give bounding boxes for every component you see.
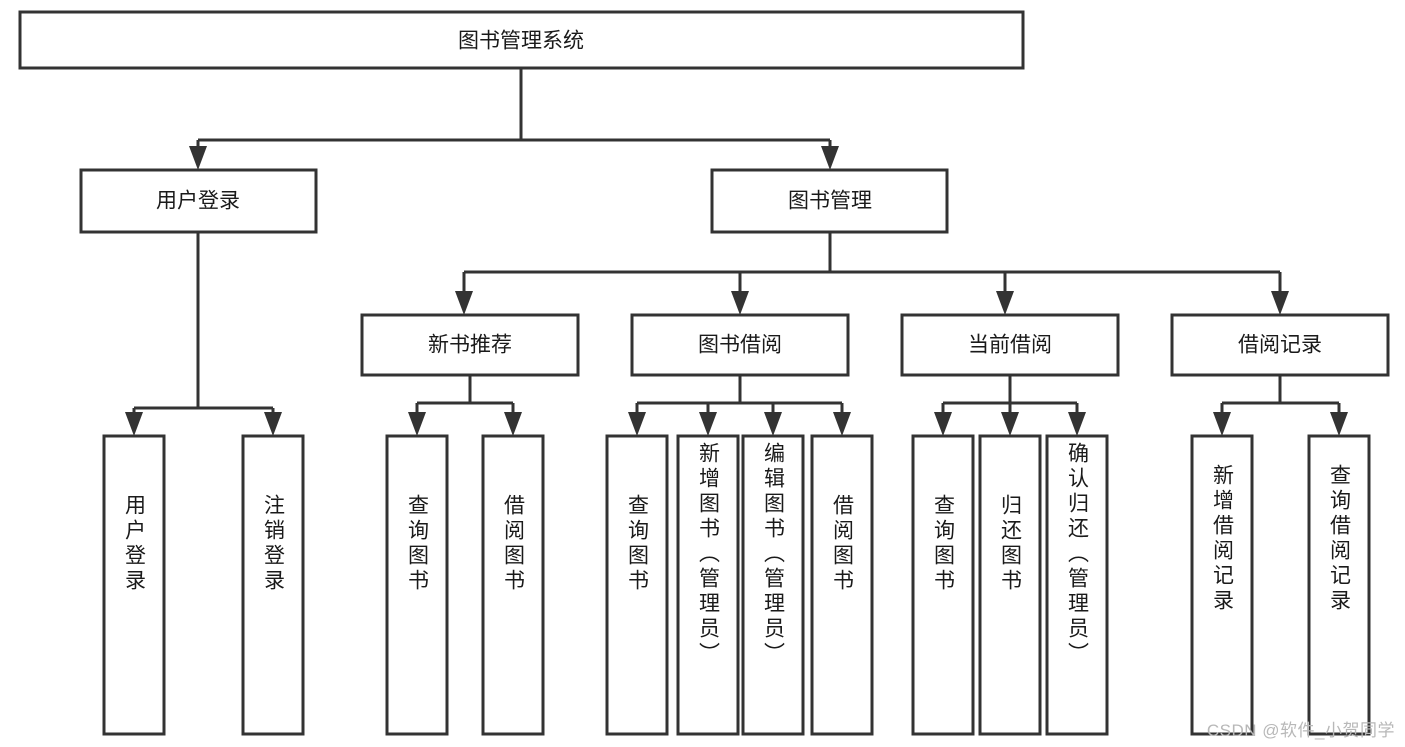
node-leaf-user-logout-box[interactable] <box>241 434 305 736</box>
node-leaf-user-logout-label: 注销登录 <box>261 494 285 594</box>
arrowhead-leaf-borrow-book-2 <box>833 412 851 436</box>
edges-borrow-record-to-leaves <box>1213 375 1348 436</box>
node-leaf-borrow-book-1-box[interactable] <box>481 434 545 736</box>
node-leaf-user-login-label: 用户登录 <box>122 494 146 594</box>
node-leaf-query-record[interactable]: 查询借阅记录 <box>1307 434 1371 736</box>
arrowhead-leaf-add-record <box>1213 412 1231 436</box>
arrowhead-current-borrow <box>996 291 1014 315</box>
arrowhead-new-book-recommend <box>455 291 473 315</box>
arrowhead-leaf-add-book <box>699 412 717 436</box>
node-leaf-borrow-book-1[interactable]: 借阅图书 <box>481 434 545 736</box>
node-leaf-add-book[interactable]: 新增图书（管理员） <box>676 434 740 736</box>
node-borrow-record-label: 借阅记录 <box>1238 334 1322 357</box>
node-book-manage-label: 图书管理 <box>788 190 872 213</box>
arrowhead-leaf-return-book <box>1001 412 1019 436</box>
node-leaf-confirm-return-box[interactable] <box>1045 434 1109 736</box>
node-leaf-query-record-label: 查询借阅记录 <box>1327 464 1351 614</box>
arrowhead-leaf-query-book-2 <box>628 412 646 436</box>
node-leaf-user-login[interactable]: 用户登录 <box>102 434 166 736</box>
node-root-label: 图书管理系统 <box>458 30 584 53</box>
node-leaf-query-book-2-box[interactable] <box>605 434 669 736</box>
arrowhead-leaf-confirm-return <box>1068 412 1086 436</box>
node-leaf-return-book-label: 归还图书 <box>998 494 1022 594</box>
node-leaf-user-login-box[interactable] <box>102 434 166 736</box>
edges-book-manage-to-level3 <box>455 232 1289 315</box>
node-leaf-query-book-1[interactable]: 查询图书 <box>385 434 449 736</box>
arrowhead-user-login <box>189 146 207 170</box>
node-leaf-borrow-book-1-label: 借阅图书 <box>501 494 525 594</box>
node-leaf-confirm-return[interactable]: 确认归还（管理员） <box>1045 434 1109 736</box>
edges-new-book-recommend-to-leaves <box>408 375 522 436</box>
node-current-borrow[interactable]: 当前借阅 <box>900 313 1120 377</box>
node-leaf-query-book-2[interactable]: 查询图书 <box>605 434 669 736</box>
node-leaf-return-book[interactable]: 归还图书 <box>978 434 1042 736</box>
edges-root-to-level2 <box>189 68 839 170</box>
arrowhead-borrow-record <box>1271 291 1289 315</box>
node-borrow-record-box[interactable] <box>1170 313 1390 377</box>
edges-book-borrow-to-leaves <box>628 375 851 436</box>
arrowhead-book-borrow <box>731 291 749 315</box>
node-book-manage-box[interactable] <box>710 168 949 234</box>
edges-user-login-to-leaves <box>125 232 282 436</box>
node-leaf-query-book-1-box[interactable] <box>385 434 449 736</box>
node-user-login[interactable]: 用户登录 <box>79 168 318 234</box>
node-leaf-add-record[interactable]: 新增借阅记录 <box>1190 434 1254 736</box>
node-current-borrow-box[interactable] <box>900 313 1120 377</box>
node-leaf-query-record-box[interactable] <box>1307 434 1371 736</box>
node-new-book-recommend[interactable]: 新书推荐 <box>360 313 580 377</box>
node-leaf-query-book-2-label: 查询图书 <box>625 494 649 594</box>
arrowhead-book-manage <box>821 146 839 170</box>
node-leaf-query-book-3-label: 查询图书 <box>931 494 955 594</box>
node-leaf-query-book-1-label: 查询图书 <box>405 494 429 594</box>
node-leaf-edit-book-box[interactable] <box>741 434 805 736</box>
node-root[interactable]: 图书管理系统 <box>18 10 1025 70</box>
node-leaf-borrow-book-2-box[interactable] <box>810 434 874 736</box>
node-leaf-add-book-box[interactable] <box>676 434 740 736</box>
node-book-manage[interactable]: 图书管理 <box>710 168 949 234</box>
arrowhead-leaf-user-login <box>125 412 143 436</box>
node-book-borrow-label: 图书借阅 <box>698 334 782 357</box>
node-user-login-box[interactable] <box>79 168 318 234</box>
node-leaf-edit-book-label: 编辑图书（管理员） <box>761 442 785 667</box>
node-leaf-add-book-label: 新增图书（管理员） <box>696 442 720 667</box>
edges-current-borrow-to-leaves <box>934 375 1086 436</box>
node-current-borrow-label: 当前借阅 <box>968 334 1052 357</box>
node-root-box[interactable] <box>18 10 1025 70</box>
node-leaf-edit-book[interactable]: 编辑图书（管理员） <box>741 434 805 736</box>
node-book-borrow-box[interactable] <box>630 313 850 377</box>
arrowhead-leaf-borrow-book-1 <box>504 412 522 436</box>
arrowhead-leaf-query-record <box>1330 412 1348 436</box>
node-leaf-query-book-3[interactable]: 查询图书 <box>911 434 975 736</box>
arrowhead-leaf-edit-book <box>764 412 782 436</box>
node-leaf-add-record-box[interactable] <box>1190 434 1254 736</box>
node-leaf-borrow-book-2-label: 借阅图书 <box>830 494 854 594</box>
node-borrow-record[interactable]: 借阅记录 <box>1170 313 1390 377</box>
node-book-borrow[interactable]: 图书借阅 <box>630 313 850 377</box>
node-leaf-borrow-book-2[interactable]: 借阅图书 <box>810 434 874 736</box>
node-leaf-confirm-return-label: 确认归还（管理员） <box>1065 442 1089 667</box>
node-leaf-query-book-3-box[interactable] <box>911 434 975 736</box>
node-user-login-label: 用户登录 <box>156 190 240 213</box>
arrowhead-leaf-query-book-1 <box>408 412 426 436</box>
node-leaf-add-record-label: 新增借阅记录 <box>1210 464 1234 614</box>
node-new-book-recommend-box[interactable] <box>360 313 580 377</box>
node-leaf-user-logout[interactable]: 注销登录 <box>241 434 305 736</box>
node-new-book-recommend-label: 新书推荐 <box>428 334 512 357</box>
node-leaf-return-book-box[interactable] <box>978 434 1042 736</box>
arrowhead-leaf-query-book-3 <box>934 412 952 436</box>
arrowhead-leaf-user-logout <box>264 412 282 436</box>
